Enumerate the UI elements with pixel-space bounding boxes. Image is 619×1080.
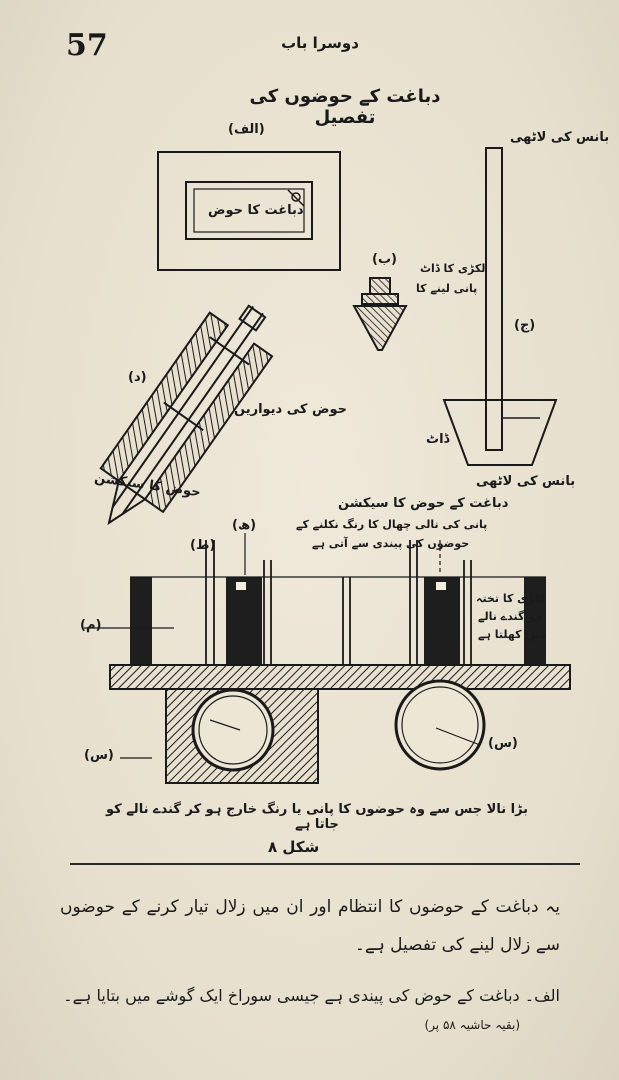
label-tank: دباغت کا حوض xyxy=(208,203,304,218)
label-bamboo-top: بانس کی لاٹھی xyxy=(510,130,610,145)
label-jeem: (ج) xyxy=(514,318,536,333)
label-toe: (ط) xyxy=(190,538,216,553)
bamboo-stick-with-funnel xyxy=(442,147,558,466)
label-wood-plank-2: جو گندے نالے xyxy=(478,610,544,623)
wooden-stopper xyxy=(352,277,408,351)
label-bamboo-bottom: بانس کی لاٹھی xyxy=(476,474,576,489)
label-he: (ھ) xyxy=(232,518,257,533)
drain-caption: بڑا نالا جس سے وہ حوضوں کا پانی یا رنگ خ… xyxy=(105,802,529,832)
tank-section-view xyxy=(84,533,571,784)
label-bay: (ب) xyxy=(372,252,397,267)
tank-plan-view xyxy=(157,151,341,271)
tank-wall-detail xyxy=(99,304,274,526)
label-section-title: دباغت کے حوض کا سیکشن xyxy=(338,496,509,511)
label-stopper-2: پانی لینے کا xyxy=(416,282,478,295)
label-dal: (د) xyxy=(128,370,147,385)
running-title: دوسرا باب xyxy=(281,34,359,52)
body-paragraph: یہ دباغت کے حوضوں کا انتظام اور ان میں ز… xyxy=(60,897,560,955)
label-dat: ڈاٹ xyxy=(426,432,450,447)
label-tank-walls: حوض کی دیواریں xyxy=(234,402,347,417)
label-stopper-1: لکڑی کا ڈاٹ xyxy=(420,262,486,275)
page-number: 57 xyxy=(66,28,108,63)
label-wood-plank-3: میں کھلتا ہے xyxy=(478,628,547,641)
figure-number: شکل ۸ xyxy=(268,838,320,856)
label-alif: (الف) xyxy=(228,122,265,137)
label-pipe-note-1: پانی کی نالی چھال کا رنگ نکلنے کے xyxy=(296,518,488,531)
label-pipe-note-2: حوضوں کی پیندی سے آتی ہے xyxy=(312,537,470,550)
label-wood-plank-1: لکڑی کا تختہ xyxy=(476,592,545,605)
divider-rule xyxy=(70,863,580,865)
footnote: (بقیہ حاشیہ ۵۸ پر) xyxy=(424,1018,520,1032)
label-seen-left: (س) xyxy=(84,748,114,763)
figure-title: دباغت کے حوضوں کی تفصیل xyxy=(249,86,441,128)
tannery-diagram xyxy=(84,147,571,784)
label-seen-right: (س) xyxy=(488,736,518,751)
item-alif: الف۔ دباغت کے حوض کی پیندی ہے جیسی سوراخ… xyxy=(63,986,560,1005)
label-meem: (م) xyxy=(80,618,102,633)
